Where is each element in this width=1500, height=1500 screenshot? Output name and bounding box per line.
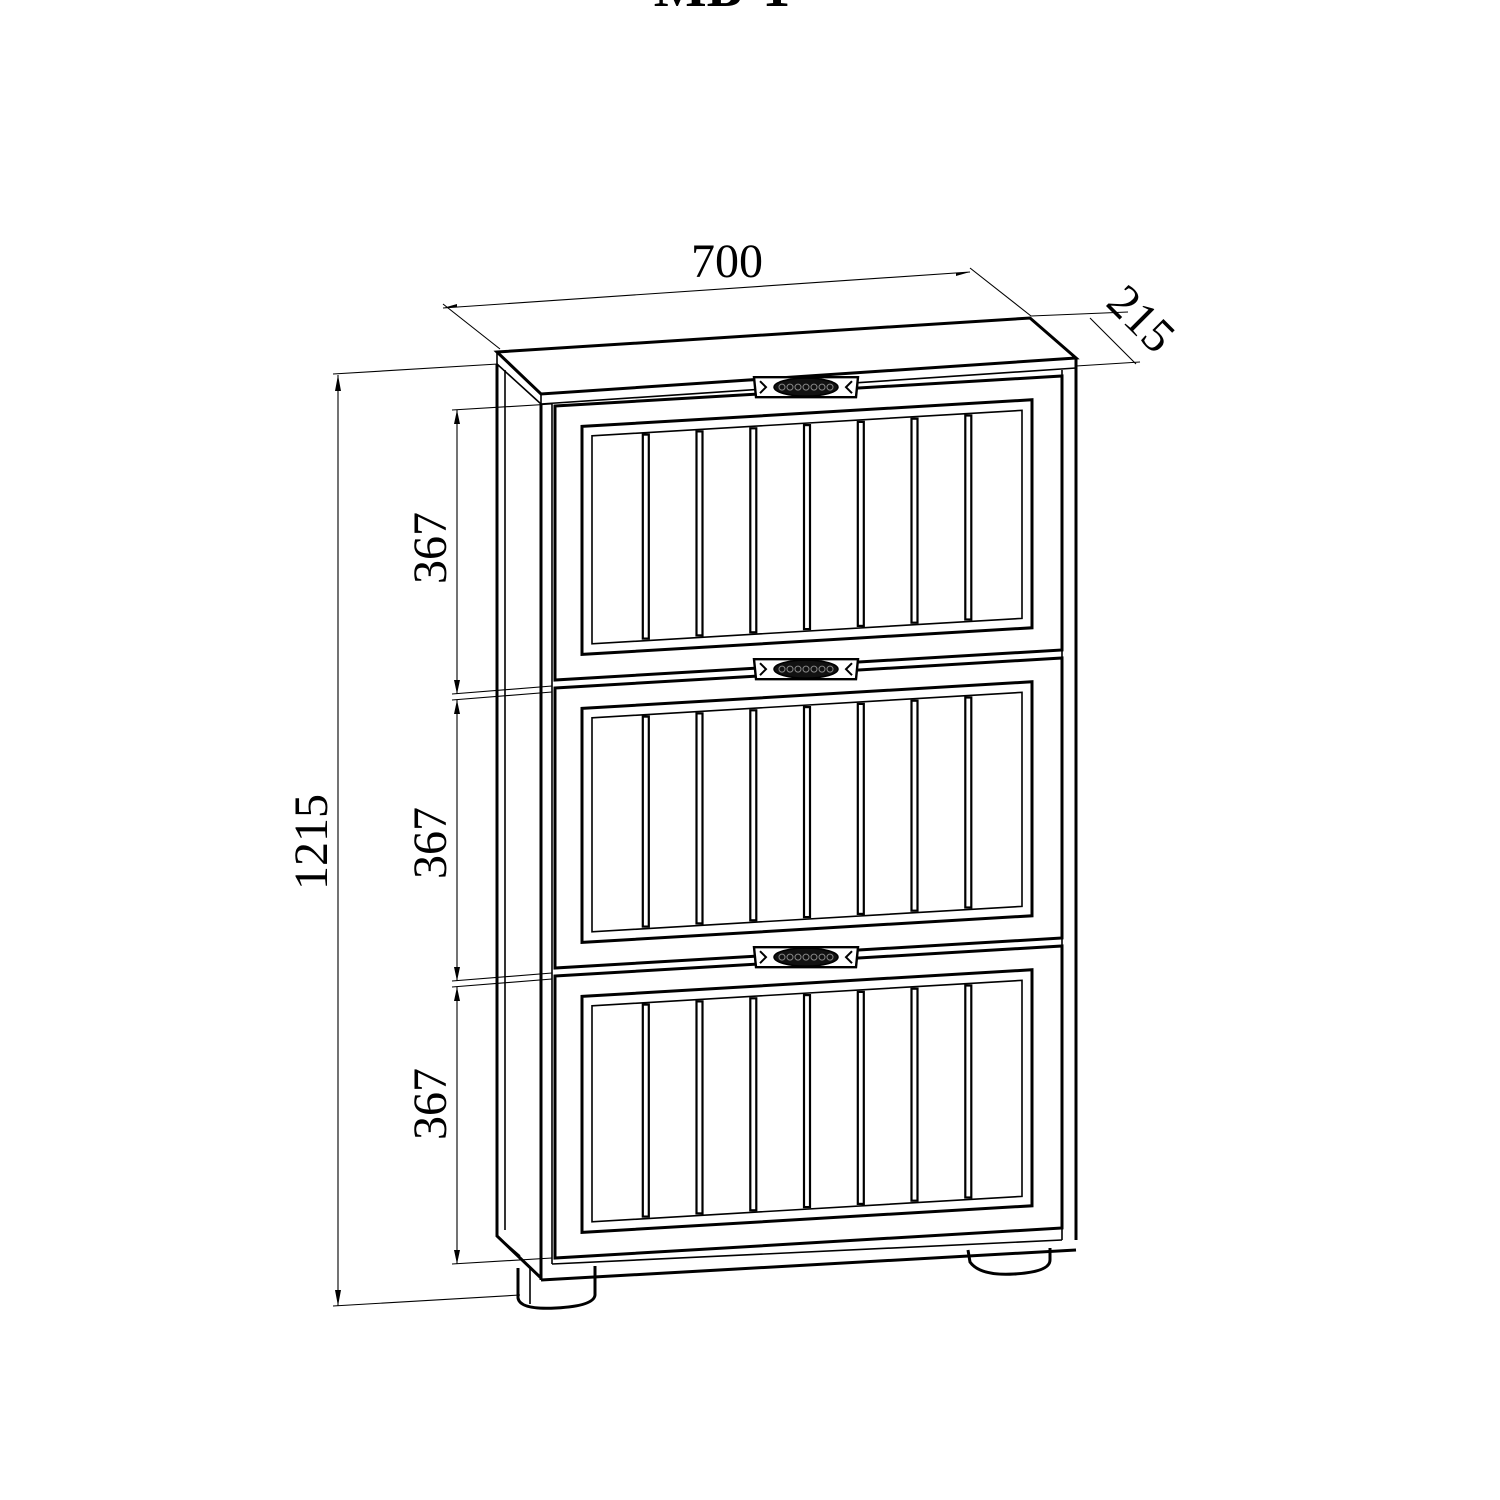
handle-grip-bead	[778, 383, 786, 391]
drawer-handle	[752, 657, 860, 681]
handle-grip	[773, 659, 839, 679]
door-slat-divider	[856, 990, 865, 1206]
door-molding-outer	[580, 398, 1034, 656]
handle-ends	[759, 662, 853, 676]
section-3-label: 367	[404, 1068, 457, 1140]
depth-dimension: 215	[1030, 275, 1185, 367]
door-slat-divider	[749, 709, 758, 922]
handle-grip-bead	[802, 953, 810, 961]
door-slat-divider	[856, 702, 865, 916]
handle-grip-bead	[778, 953, 786, 961]
door-slat-divider	[641, 715, 650, 928]
handle-ends	[759, 950, 853, 964]
door-molding-inner	[591, 979, 1023, 1223]
door-slat-divider	[695, 430, 704, 637]
height-dimension: 1215	[285, 363, 521, 1307]
handle-grip-bead	[794, 953, 802, 961]
handle-grip-bead	[778, 665, 786, 673]
drawer-panel-3	[553, 944, 1064, 1260]
handle-grip-bead	[794, 383, 802, 391]
depth-label: 215	[1097, 275, 1185, 363]
cabinet-feet	[516, 1248, 1052, 1310]
handle-grip	[773, 377, 839, 397]
door-slat-divider	[749, 997, 758, 1212]
drawer-panel-2	[553, 656, 1064, 970]
handle-grip-bead	[786, 953, 794, 961]
handle-grip-bead	[826, 953, 834, 961]
section-1-label: 367	[404, 512, 457, 584]
door-slat-divider	[910, 699, 919, 912]
width-label: 700	[691, 235, 763, 288]
handle-grip-bead	[786, 383, 794, 391]
door-slat-divider	[964, 984, 973, 1199]
door-slat-divider	[964, 414, 973, 621]
handle-grip-bead	[794, 665, 802, 673]
handle-grip-bead	[802, 665, 810, 673]
handle-grip	[773, 947, 839, 967]
door-slat-divider	[695, 712, 704, 925]
door-slat-divider	[964, 696, 973, 909]
drawer-door	[553, 944, 1064, 1260]
door-slat-divider	[802, 705, 812, 919]
drawer-panel-1	[553, 374, 1064, 682]
door-slat-divider	[802, 993, 812, 1209]
door-slat-divider	[641, 433, 650, 640]
handle-grip-bead	[826, 383, 834, 391]
drawer-door	[553, 656, 1064, 970]
handle-grip-bead	[802, 383, 810, 391]
door-slat-divider	[749, 427, 758, 634]
handle-grip-bead	[818, 383, 826, 391]
section-dimensions: 367 367 367	[404, 403, 553, 1265]
drawer-handle	[752, 945, 860, 969]
door-molding-inner	[591, 409, 1023, 645]
door-slat-divider	[856, 420, 865, 627]
cabinet-body	[493, 316, 1080, 1282]
door-molding-outer	[580, 680, 1034, 944]
width-dimension: 700	[442, 235, 1032, 350]
door-slat-divider	[695, 1000, 704, 1215]
handle-ends	[759, 380, 853, 394]
height-label: 1215	[285, 794, 338, 890]
handle-grip-bead	[818, 953, 826, 961]
door-molding-inner	[591, 691, 1023, 933]
drawer-panels	[553, 374, 1064, 1260]
door-molding-outer	[580, 968, 1034, 1234]
door-slat-divider	[910, 417, 919, 624]
handle-grip-bead	[810, 665, 818, 673]
door-slat-divider	[641, 1003, 650, 1218]
handle-grip-bead	[810, 383, 818, 391]
drawer-door	[553, 374, 1064, 682]
drawing-title: МБ-1	[654, 0, 791, 19]
handle-grip-bead	[786, 665, 794, 673]
door-slat-divider	[910, 987, 919, 1202]
drawer-handle	[752, 375, 860, 399]
section-2-label: 367	[404, 807, 457, 879]
handle-grip-bead	[810, 953, 818, 961]
handle-grip-bead	[826, 665, 834, 673]
handle-grip-bead	[818, 665, 826, 673]
door-slat-divider	[802, 424, 812, 631]
